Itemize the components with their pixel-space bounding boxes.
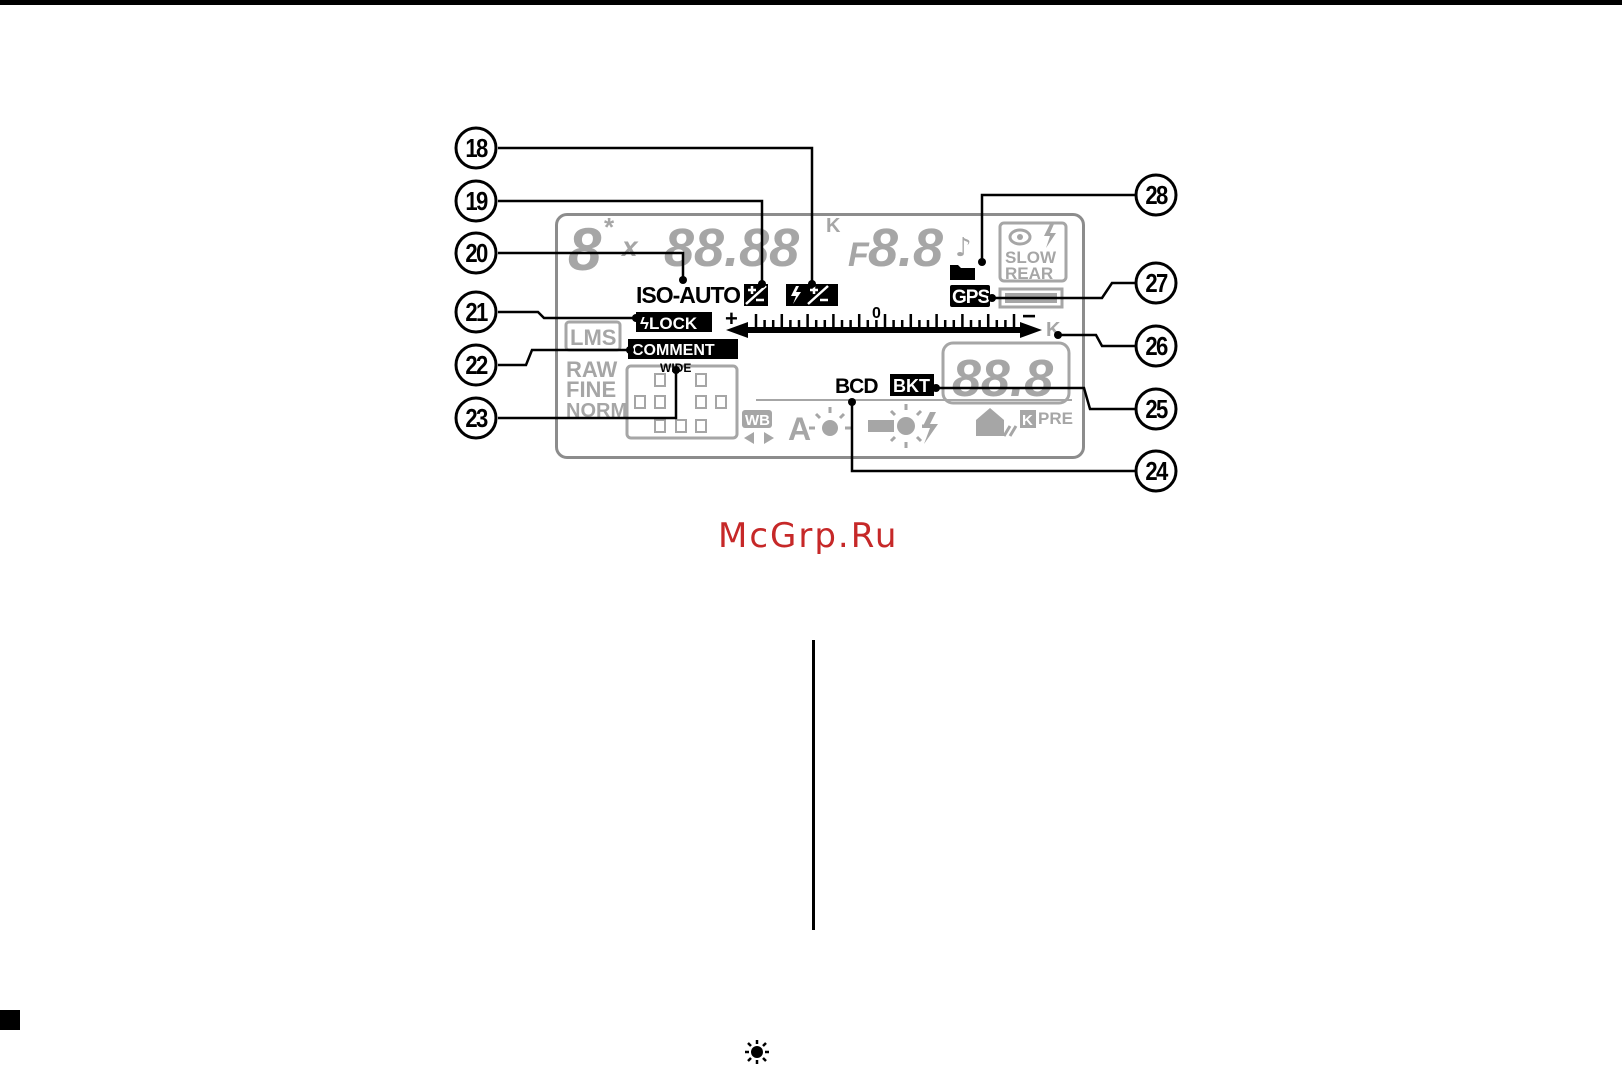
wb-arrows-icon [744,432,774,444]
beep-icon: ♪ [955,233,972,263]
bracketing-indicator: BKT [893,376,930,396]
folder-icon [950,265,975,280]
red-eye-pupil [1017,234,1023,240]
comment-indicator: COMMENT [632,342,715,359]
wb-incandescent-icon [822,420,838,436]
x-sync-label: x [620,231,639,262]
frame-digit: 8 [568,216,602,283]
watermark: McGrp.Ru [718,516,898,556]
shade-hatch [1004,426,1016,436]
bulb-icon [742,1037,772,1067]
wb-sun-icon [897,417,915,435]
k-box-label: K [1022,412,1033,429]
wb-shade-icon [976,408,1004,436]
callout-19: 19 [457,179,494,223]
flash-icon [1044,224,1056,248]
flash-lock-indicator: ϟLOCK [640,314,698,333]
callout-21: 21 [457,290,494,334]
callout-circles [456,128,1176,491]
preset-label: PRE [1038,409,1073,428]
shutter-digits: 88.88 [664,218,799,278]
wb-flash-icon [922,412,938,444]
rear-label: REAR [1005,264,1053,283]
callout-28: 28 [1137,173,1174,217]
section-marker [0,1010,20,1030]
f-label: F [848,236,870,274]
column-divider [812,640,815,930]
callout-23: 23 [457,396,494,440]
image-size-label: LMS [570,325,616,350]
wb-auto-label: A [788,411,811,447]
meter-zero-label: 0 [872,305,881,322]
wb-fluorescent-icon [868,420,894,432]
k-label: K [826,215,841,237]
callout-20: 20 [457,231,494,275]
callout-24: 24 [1137,449,1174,493]
fine-label: FINE [566,377,616,402]
meter-bar [746,327,1026,333]
leader-26 [1058,335,1136,346]
wb-label: WB [745,412,770,429]
af-area-frame [627,366,737,438]
callout-26: 26 [1137,324,1174,368]
meter-ticks [756,314,1014,327]
aperture-digits: 8.8 [868,218,943,278]
iso-auto-indicator: ISO-AUTO [636,282,740,308]
asterisk-label: * [604,212,615,242]
bracketing-progress-indicator: BCD [835,375,878,398]
callout-18: 18 [457,126,494,170]
callout-22: 22 [457,343,494,387]
callout-27: 27 [1137,261,1174,305]
leader-21 [498,312,636,318]
callout-25: 25 [1137,387,1174,431]
gps-indicator: GPS [952,287,989,308]
af-points [635,374,726,432]
